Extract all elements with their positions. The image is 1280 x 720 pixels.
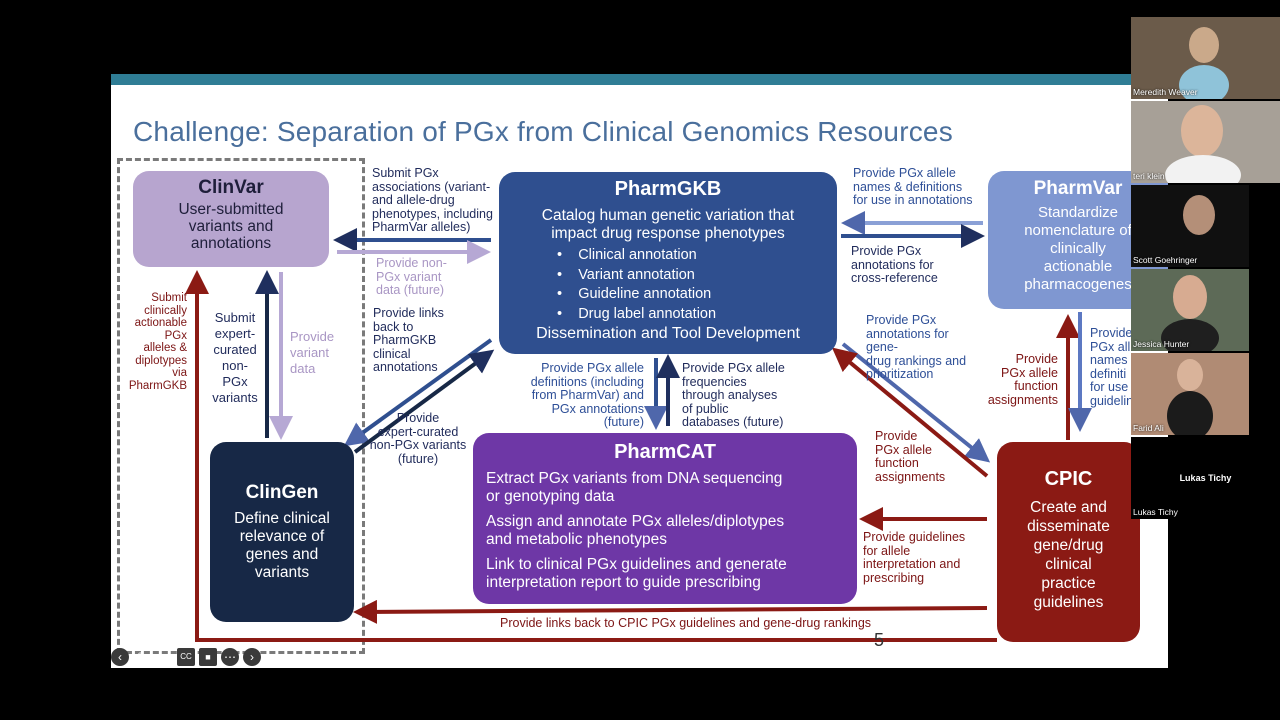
participant-body (1167, 391, 1213, 435)
cc-icon[interactable]: CC (177, 648, 195, 666)
pharmvar-body-line: nomenclature of (1024, 222, 1132, 239)
participant-body (1165, 155, 1241, 183)
arrow-cpic-to-pharmgkb (831, 347, 989, 478)
clinvar-title: ClinVar (198, 177, 264, 198)
participant-name: teri klein (1133, 171, 1165, 181)
pharmgkb-bullet: • Drug label annotation (557, 305, 717, 322)
label-provide-links-cpic: Provide links back to CPIC PGx guideline… (500, 616, 872, 630)
more-icon[interactable]: ⋯ (221, 648, 239, 666)
clingen-box: ClinGen Define clinical relevance of gen… (210, 442, 354, 622)
participant-name: Lukas Tichy (1133, 507, 1178, 517)
participant-tile[interactable]: Jessica Hunter (1131, 269, 1249, 351)
slide-title: Challenge: Separation of PGx from Clinic… (133, 116, 953, 147)
participant-name: Meredith Weaver (1133, 87, 1198, 97)
flow-arrows (185, 211, 1092, 642)
camera-icon[interactable]: ■ (199, 648, 217, 666)
clinical-genomics-group-border (117, 158, 365, 654)
forward-icon[interactable]: › (243, 648, 261, 666)
clingen-title: ClinGen (245, 482, 319, 503)
presentation-slide: Challenge: Separation of PGx from Clinic… (111, 74, 1168, 668)
pharmvar-body-line: pharmacogenes (1024, 276, 1132, 293)
clinvar-box: ClinVar User-submitted variants and anno… (133, 171, 329, 267)
participant-video (1183, 195, 1215, 235)
pharmvar-body-line: Standardize (1037, 204, 1119, 221)
pharmvar-body-line: clinically (1050, 240, 1106, 257)
pharmgkb-footer: Dissemination and Tool Development (536, 325, 800, 342)
arrow-clingen-to-pharmgkb (353, 349, 495, 454)
clingen-body-line: variants (254, 564, 310, 581)
cpic-body-line: Create and (1030, 499, 1107, 516)
participant-name: Scott Goehringer (1133, 255, 1198, 265)
participant-tile[interactable]: teri klein (1131, 101, 1280, 183)
pharmcat-title: PharmCAT (614, 441, 716, 463)
clingen-body-line: relevance of (239, 528, 325, 545)
participant-body (1161, 319, 1219, 351)
pen-icon[interactable]: ✎ (136, 650, 148, 664)
participant-video (1173, 275, 1207, 319)
participant-video (1181, 105, 1223, 157)
pharmvar-title: PharmVar (1033, 178, 1123, 199)
pharmgkb-title: PharmGKB (614, 178, 722, 200)
clingen-body-line: genes and (245, 546, 319, 563)
participant-tile[interactable]: Meredith Weaver (1131, 17, 1280, 99)
back-icon[interactable]: ‹ (111, 648, 129, 666)
cpic-box: CPIC Create and disseminate gene/drug cl… (997, 442, 1140, 642)
pharmvar-body-line: actionable (1043, 258, 1113, 275)
cpic-body-line: disseminate (1027, 518, 1110, 535)
pharmgkb-bullet: • Clinical annotation (557, 247, 697, 263)
pharmcat-item: Assign and annotate PGx alleles/diplotyp… (486, 513, 785, 548)
participant-body (1179, 65, 1229, 99)
pharmgkb-box: PharmGKB Catalog human genetic variation… (499, 172, 837, 354)
participant-tile[interactable]: Farid Ali (1131, 353, 1249, 435)
participant-name: Jessica Hunter (1133, 339, 1190, 349)
arrow-pharmgkb-to-clingen (343, 338, 493, 447)
cpic-body-line: practice (1041, 575, 1096, 592)
participant-placeholder-name: Lukas Tichy (1179, 473, 1232, 483)
pharmgkb-bullet: • Guideline annotation (557, 286, 712, 302)
cpic-body-line: guidelines (1033, 594, 1104, 611)
slide-toolbar: ‹ ✎ ⌕ CC ■ ⋯ › (111, 646, 261, 668)
pharmcat-box: PharmCAT Extract PGx variants from DNA s… (473, 433, 857, 604)
participant-tile[interactable]: Lukas Tichy Lukas Tichy (1131, 437, 1280, 519)
arrow-cpic-to-clingen (353, 599, 988, 624)
slide-header-bar (111, 74, 1168, 85)
cpic-title: CPIC (1044, 468, 1093, 490)
pharmgkb-body-line: Catalog human genetic variation that (541, 207, 795, 224)
zoom-icon[interactable]: ⌕ (160, 650, 168, 664)
participant-video (1177, 359, 1203, 391)
arrow-cpic-to-clinvar (185, 270, 997, 642)
arrow-pharmgkb-to-cpic (841, 342, 991, 463)
clingen-body-line: Define clinical (234, 510, 330, 527)
clinvar-body-line: annotations (190, 235, 272, 252)
participant-video (1189, 27, 1219, 63)
pharmcat-item: Link to clinical PGx guidelines and gene… (486, 556, 787, 591)
participant-panel: Meredith Weaver teri klein Scott Goehrin… (1131, 17, 1280, 521)
cpic-body-line: gene/drug (1033, 537, 1104, 554)
participant-name: Farid Ali (1133, 423, 1164, 433)
clinvar-body-line: User-submitted (178, 201, 284, 218)
cpic-body-line: clinical (1045, 556, 1092, 573)
pharmcat-item: Extract PGx variants from DNA sequencing… (486, 470, 783, 505)
participant-tile[interactable]: Scott Goehringer (1131, 185, 1249, 267)
pharmgkb-bullet: • Variant annotation (557, 266, 695, 283)
page-number: 5 (874, 630, 885, 650)
clinvar-body-line: variants and (188, 218, 274, 235)
pharmgkb-body-line: impact drug response phenotypes (551, 225, 785, 242)
